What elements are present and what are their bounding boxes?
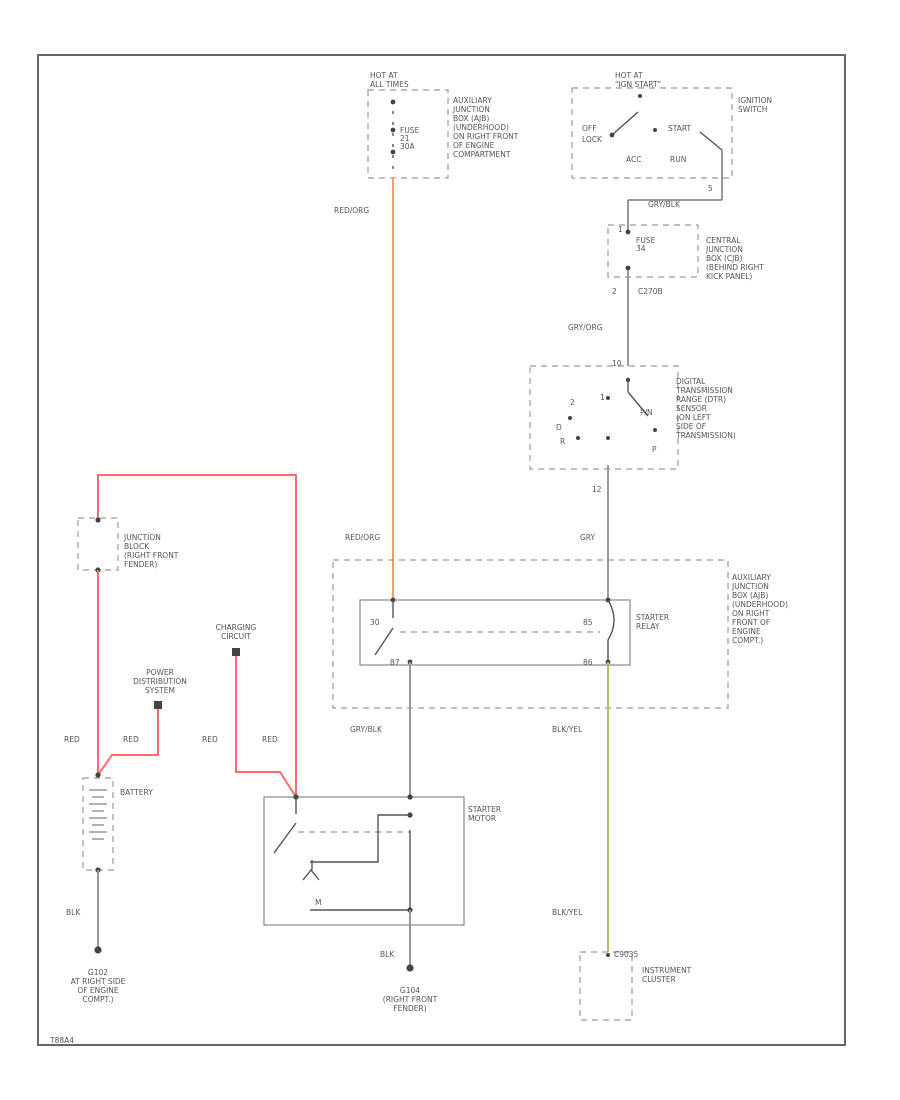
ign-off: OFF (582, 124, 597, 133)
dtr-1: 1 (600, 393, 605, 402)
dtr-r: R (560, 437, 565, 446)
ign-acc: ACC (626, 155, 641, 164)
gry-blk-mid-label: GRY/BLK (350, 725, 383, 734)
red-label-2: RED (123, 735, 139, 744)
instrument-cluster-box (579, 951, 633, 1021)
aux-junction-box-top (367, 89, 449, 179)
gry-blk-top-label: GRY/BLK (648, 200, 681, 209)
ign-start: START (668, 124, 692, 133)
red-org-mid-label: RED/ORG (345, 533, 380, 542)
cluster-connector: C9035 (614, 950, 639, 959)
blk-yel-top-label: BLK/YEL (552, 725, 583, 734)
red-label-1: RED (64, 735, 80, 744)
ign-pin-5: 5 (708, 184, 713, 193)
red-wire-loop (97, 474, 297, 797)
red-label-3: RED (202, 735, 218, 744)
blk-left-label: BLK (66, 908, 81, 917)
dtr-pin-top: 10 (612, 359, 622, 368)
red-org-top-label: RED/ORG (334, 206, 369, 215)
motor-pin: M (315, 898, 321, 907)
relay-pin-30: 30 (370, 618, 380, 627)
dtr-sensor-box (529, 365, 679, 470)
red-label-4: RED (262, 735, 278, 744)
dtr-2: 2 (570, 398, 575, 407)
ign-run: RUN (670, 155, 686, 164)
junction-block (77, 517, 119, 571)
ignition-switch-box (571, 87, 733, 179)
diagram-frame (37, 54, 846, 1046)
charging-circuit-connector (232, 648, 240, 656)
ground-point-mid (406, 964, 414, 972)
power-distribution-connector (154, 701, 162, 709)
dtr-pin-bottom: 12 (592, 485, 602, 494)
ground-point-left (94, 946, 102, 954)
central-junction-box (607, 224, 699, 278)
aux-junction-box-mid (332, 559, 729, 709)
starter-relay-box (359, 599, 631, 666)
cjb-pin-in: 1 (618, 225, 623, 234)
blk-mid-label: BLK (380, 950, 395, 959)
battery-label: BATTERY (120, 788, 153, 797)
charging-circuit-wire (235, 652, 297, 798)
starter-motor-box (263, 796, 465, 926)
relay-pin-86: 86 (583, 658, 593, 667)
dtr-p: P (652, 445, 657, 454)
blk-yel-bottom-label: BLK/YEL (552, 908, 583, 917)
relay-pin-87: 87 (390, 658, 400, 667)
battery-box (82, 777, 114, 871)
figure-id: T88A4 (49, 1036, 74, 1045)
cjb-connector: C270B (638, 287, 663, 296)
cjb-pin-out: 2 (612, 287, 617, 296)
dtr-pn: P/N (640, 408, 653, 417)
relay-pin-85: 85 (583, 618, 593, 627)
dtr-d: D (556, 423, 562, 432)
gry-label: GRY (580, 533, 596, 542)
hot-in-start-label: HOT AT"IGN START" (615, 71, 661, 89)
gry-org-label: GRY/ORG (568, 323, 603, 332)
ign-lock: LOCK (582, 135, 603, 144)
